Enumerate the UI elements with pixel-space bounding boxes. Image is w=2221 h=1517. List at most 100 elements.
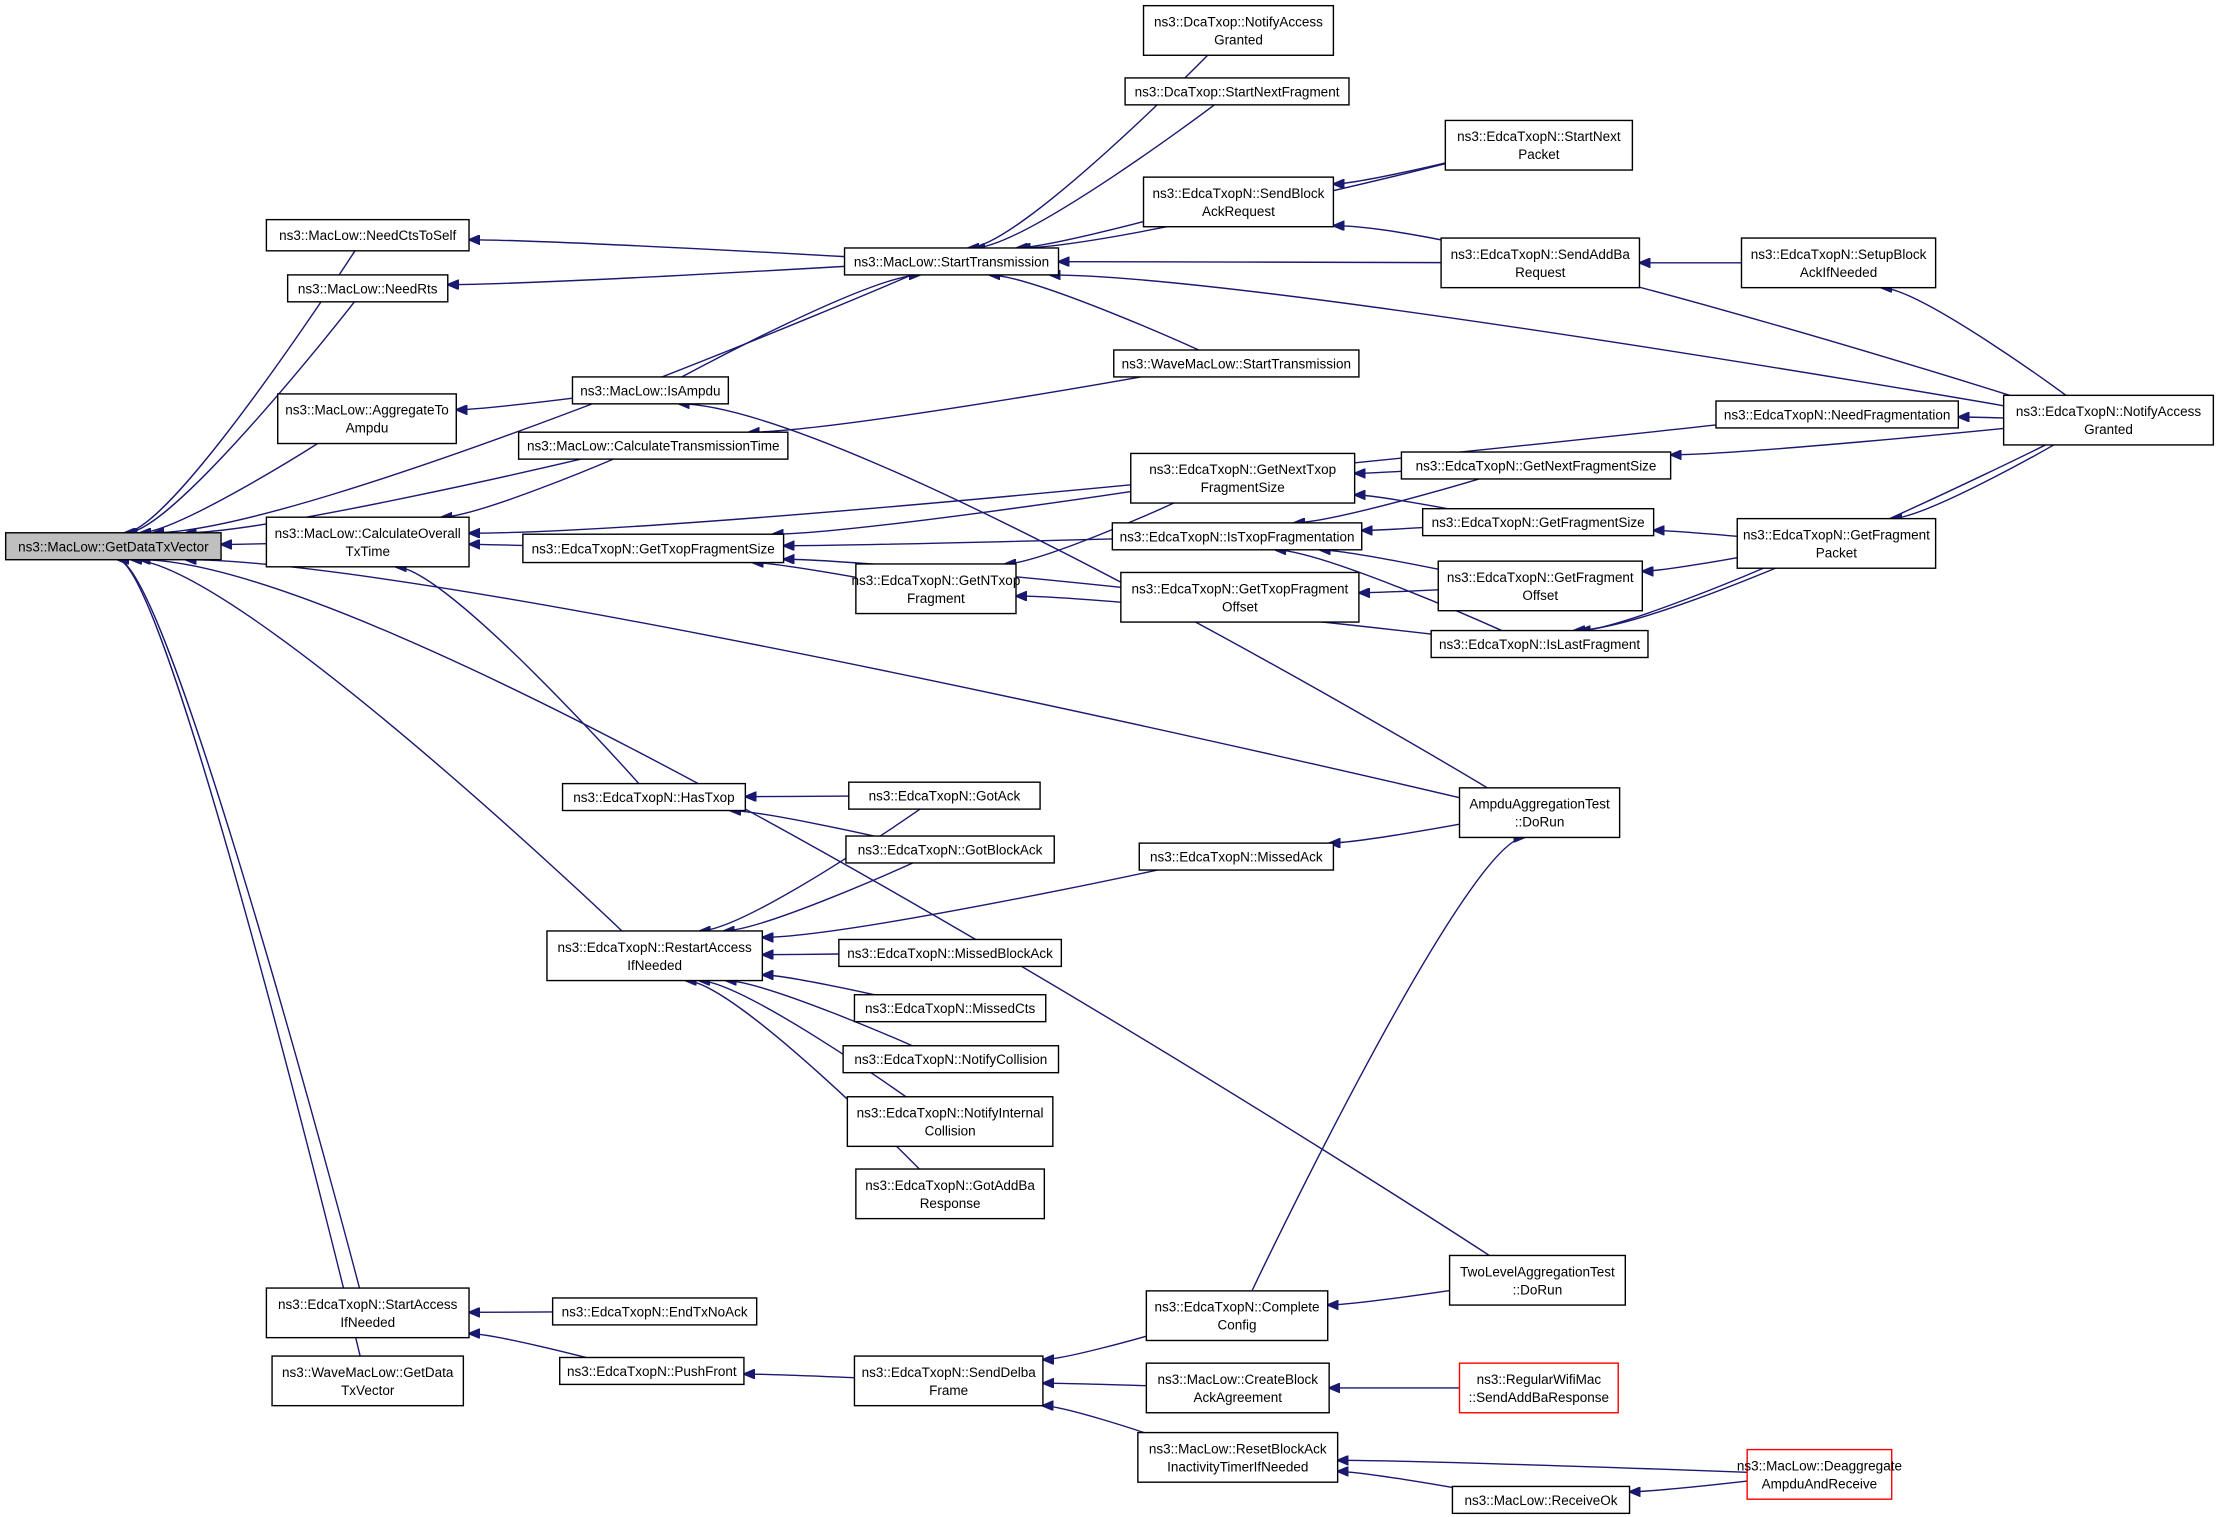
- node-wave_getdatatx[interactable]: ns3::WaveMacLow::GetDataTxVector: [271, 1355, 465, 1407]
- node-gettxopfragsize[interactable]: ns3::EdcaTxopN::GetTxopFragmentSize: [522, 533, 785, 564]
- node-sendaddbaresp[interactable]: ns3::RegularWifiMac::SendAddBaResponse: [1458, 1362, 1619, 1414]
- node-hastxop[interactable]: ns3::EdcaTxopN::HasTxop: [561, 782, 747, 812]
- node-istxopfrag[interactable]: ns3::EdcaTxopN::IsTxopFragmentation: [1111, 522, 1363, 551]
- edge-missedcts-to-restartaccess: [762, 975, 875, 996]
- edge-needctstoself-to-getdatatxvector: [124, 250, 356, 533]
- node-label: ns3::MacLow::NeedCtsToSelf: [279, 228, 456, 243]
- node-box: [1138, 842, 1335, 871]
- edge-getfragoffset-to-istxopfrag: [1319, 550, 1439, 570]
- node-ampdutest[interactable]: AmpduAggregationTest::DoRun: [1458, 787, 1621, 839]
- node-label: ns3::EdcaTxopN::GetNextFragmentSize: [1416, 458, 1657, 473]
- node-getfragsize[interactable]: ns3::EdcaTxopN::GetFragmentSize: [1421, 508, 1655, 537]
- node-label: Offset: [1522, 588, 1558, 603]
- node-box: [1124, 77, 1350, 106]
- node-needrts[interactable]: ns3::MacLow::NeedRts: [286, 274, 449, 303]
- node-pushfront[interactable]: ns3::EdcaTxopN::PushFront: [559, 1356, 745, 1386]
- edge-completeconfig-to-ampdutest: [1251, 837, 1525, 1292]
- node-label: ns3::EdcaTxopN::GetFragment: [1447, 570, 1634, 585]
- node-label: ns3::EdcaTxopN::HasTxop: [573, 790, 734, 805]
- edge-hastxop-to-calcoveralltxtime: [396, 567, 640, 785]
- edge-needrts-to-getdatatxvector: [127, 301, 355, 533]
- node-box: [559, 1356, 745, 1386]
- node-isampdu[interactable]: ns3::MacLow::IsAmpdu: [571, 376, 730, 405]
- node-gotblockack[interactable]: ns3::EdcaTxopN::GotBlockAck: [845, 835, 1055, 864]
- edge-missedack-to-restartaccess: [762, 869, 1158, 937]
- node-label: AckIfNeeded: [1800, 265, 1877, 280]
- node-needctstoself[interactable]: ns3::MacLow::NeedCtsToSelf: [265, 218, 470, 252]
- edge-getntxopfrag-to-gettxopfragsize: [752, 563, 856, 579]
- node-label: ns3::MacLow::AggregateTo: [285, 403, 449, 418]
- node-box: [1437, 560, 1644, 612]
- node-getdatatxvector[interactable]: ns3::MacLow::GetDataTxVector: [4, 532, 222, 561]
- node-endtxnoack[interactable]: ns3::EdcaTxopN::EndTxNoAck: [551, 1297, 758, 1326]
- node-label: ns3::WaveMacLow::StartTransmission: [1122, 356, 1351, 371]
- node-gotack[interactable]: ns3::EdcaTxopN::GotAck: [848, 781, 1041, 810]
- node-label: AckAgreement: [1193, 1390, 1282, 1405]
- node-box: [265, 516, 470, 568]
- edge-edca_notifyaccess-to-getfragpacket: [1891, 444, 2055, 519]
- node-missedack[interactable]: ns3::EdcaTxopN::MissedAck: [1138, 842, 1335, 871]
- node-needfrag[interactable]: ns3::EdcaTxopN::NeedFragmentation: [1715, 400, 1959, 429]
- edge-wave_starttrans-to-calctranstime: [749, 376, 1141, 432]
- node-missedblockack[interactable]: ns3::EdcaTxopN::MissedBlockAck: [838, 938, 1063, 968]
- node-label: ns3::EdcaTxopN::NotifyCollision: [854, 1052, 1047, 1067]
- node-box: [1448, 1254, 1626, 1306]
- edge-pushfront-to-startaccess: [469, 1334, 587, 1359]
- node-label: ns3::MacLow::Deaggregate: [1737, 1458, 1902, 1473]
- edge-edca_notifyaccess-to-needfrag: [1958, 417, 2004, 418]
- edge-dca_startnextfrag-to-starttransmission: [974, 104, 1215, 248]
- node-box: [561, 782, 747, 812]
- node-box: [551, 1297, 758, 1326]
- node-receiveok[interactable]: ns3::MacLow::ReceiveOk: [1451, 1485, 1631, 1515]
- node-box: [1430, 629, 1649, 659]
- edge-startaccess-to-getdatatxvector: [118, 560, 361, 1289]
- node-dca_startnextfrag[interactable]: ns3::DcaTxop::StartNextFragment: [1124, 77, 1350, 106]
- node-label: ns3::MacLow::CalculateTransmissionTime: [527, 439, 780, 454]
- node-box: [1145, 1362, 1330, 1414]
- node-notifycollision[interactable]: ns3::EdcaTxopN::NotifyCollision: [842, 1045, 1060, 1074]
- node-box: [277, 393, 457, 445]
- node-label: ns3::MacLow::IsAmpdu: [580, 383, 720, 398]
- node-calctranstime[interactable]: ns3::MacLow::CalculateTransmissionTime: [517, 431, 789, 460]
- edge-edca_notifyaccess-to-starttransmission: [1050, 275, 2004, 407]
- node-missedcts[interactable]: ns3::EdcaTxopN::MissedCts: [853, 994, 1047, 1023]
- edge-restartaccess-to-getdatatxvector: [131, 560, 623, 932]
- node-label: ns3::EdcaTxopN::GetFragmentSize: [1432, 515, 1645, 530]
- node-label: Granted: [2084, 422, 2133, 437]
- node-islastfrag[interactable]: ns3::EdcaTxopN::IsLastFragment: [1430, 629, 1649, 659]
- node-box: [1113, 349, 1360, 378]
- node-twoleveltest[interactable]: TwoLevelAggregationTest::DoRun: [1448, 1254, 1626, 1306]
- node-resetblockack[interactable]: ns3::MacLow::ResetBlockAckInactivityTime…: [1137, 1431, 1339, 1483]
- edge-receiveok-to-resetblockack: [1338, 1471, 1453, 1489]
- node-getnextfragsize[interactable]: ns3::EdcaTxopN::GetNextFragmentSize: [1400, 451, 1672, 480]
- edge-getfragsize-to-getnexttxopfragsize: [1355, 495, 1448, 510]
- node-label: ns3::EdcaTxopN::IsLastFragment: [1439, 637, 1640, 652]
- node-label: ns3::WaveMacLow::GetData: [282, 1365, 454, 1380]
- node-label: ns3::EdcaTxopN::SetupBlock: [1751, 247, 1927, 262]
- node-wave_starttrans[interactable]: ns3::WaveMacLow::StartTransmission: [1113, 349, 1360, 378]
- node-starttransmission[interactable]: ns3::MacLow::StartTransmission: [843, 247, 1060, 276]
- edge-twoleveltest-to-completeconfig: [1328, 1289, 1450, 1305]
- node-box: [1145, 1290, 1329, 1342]
